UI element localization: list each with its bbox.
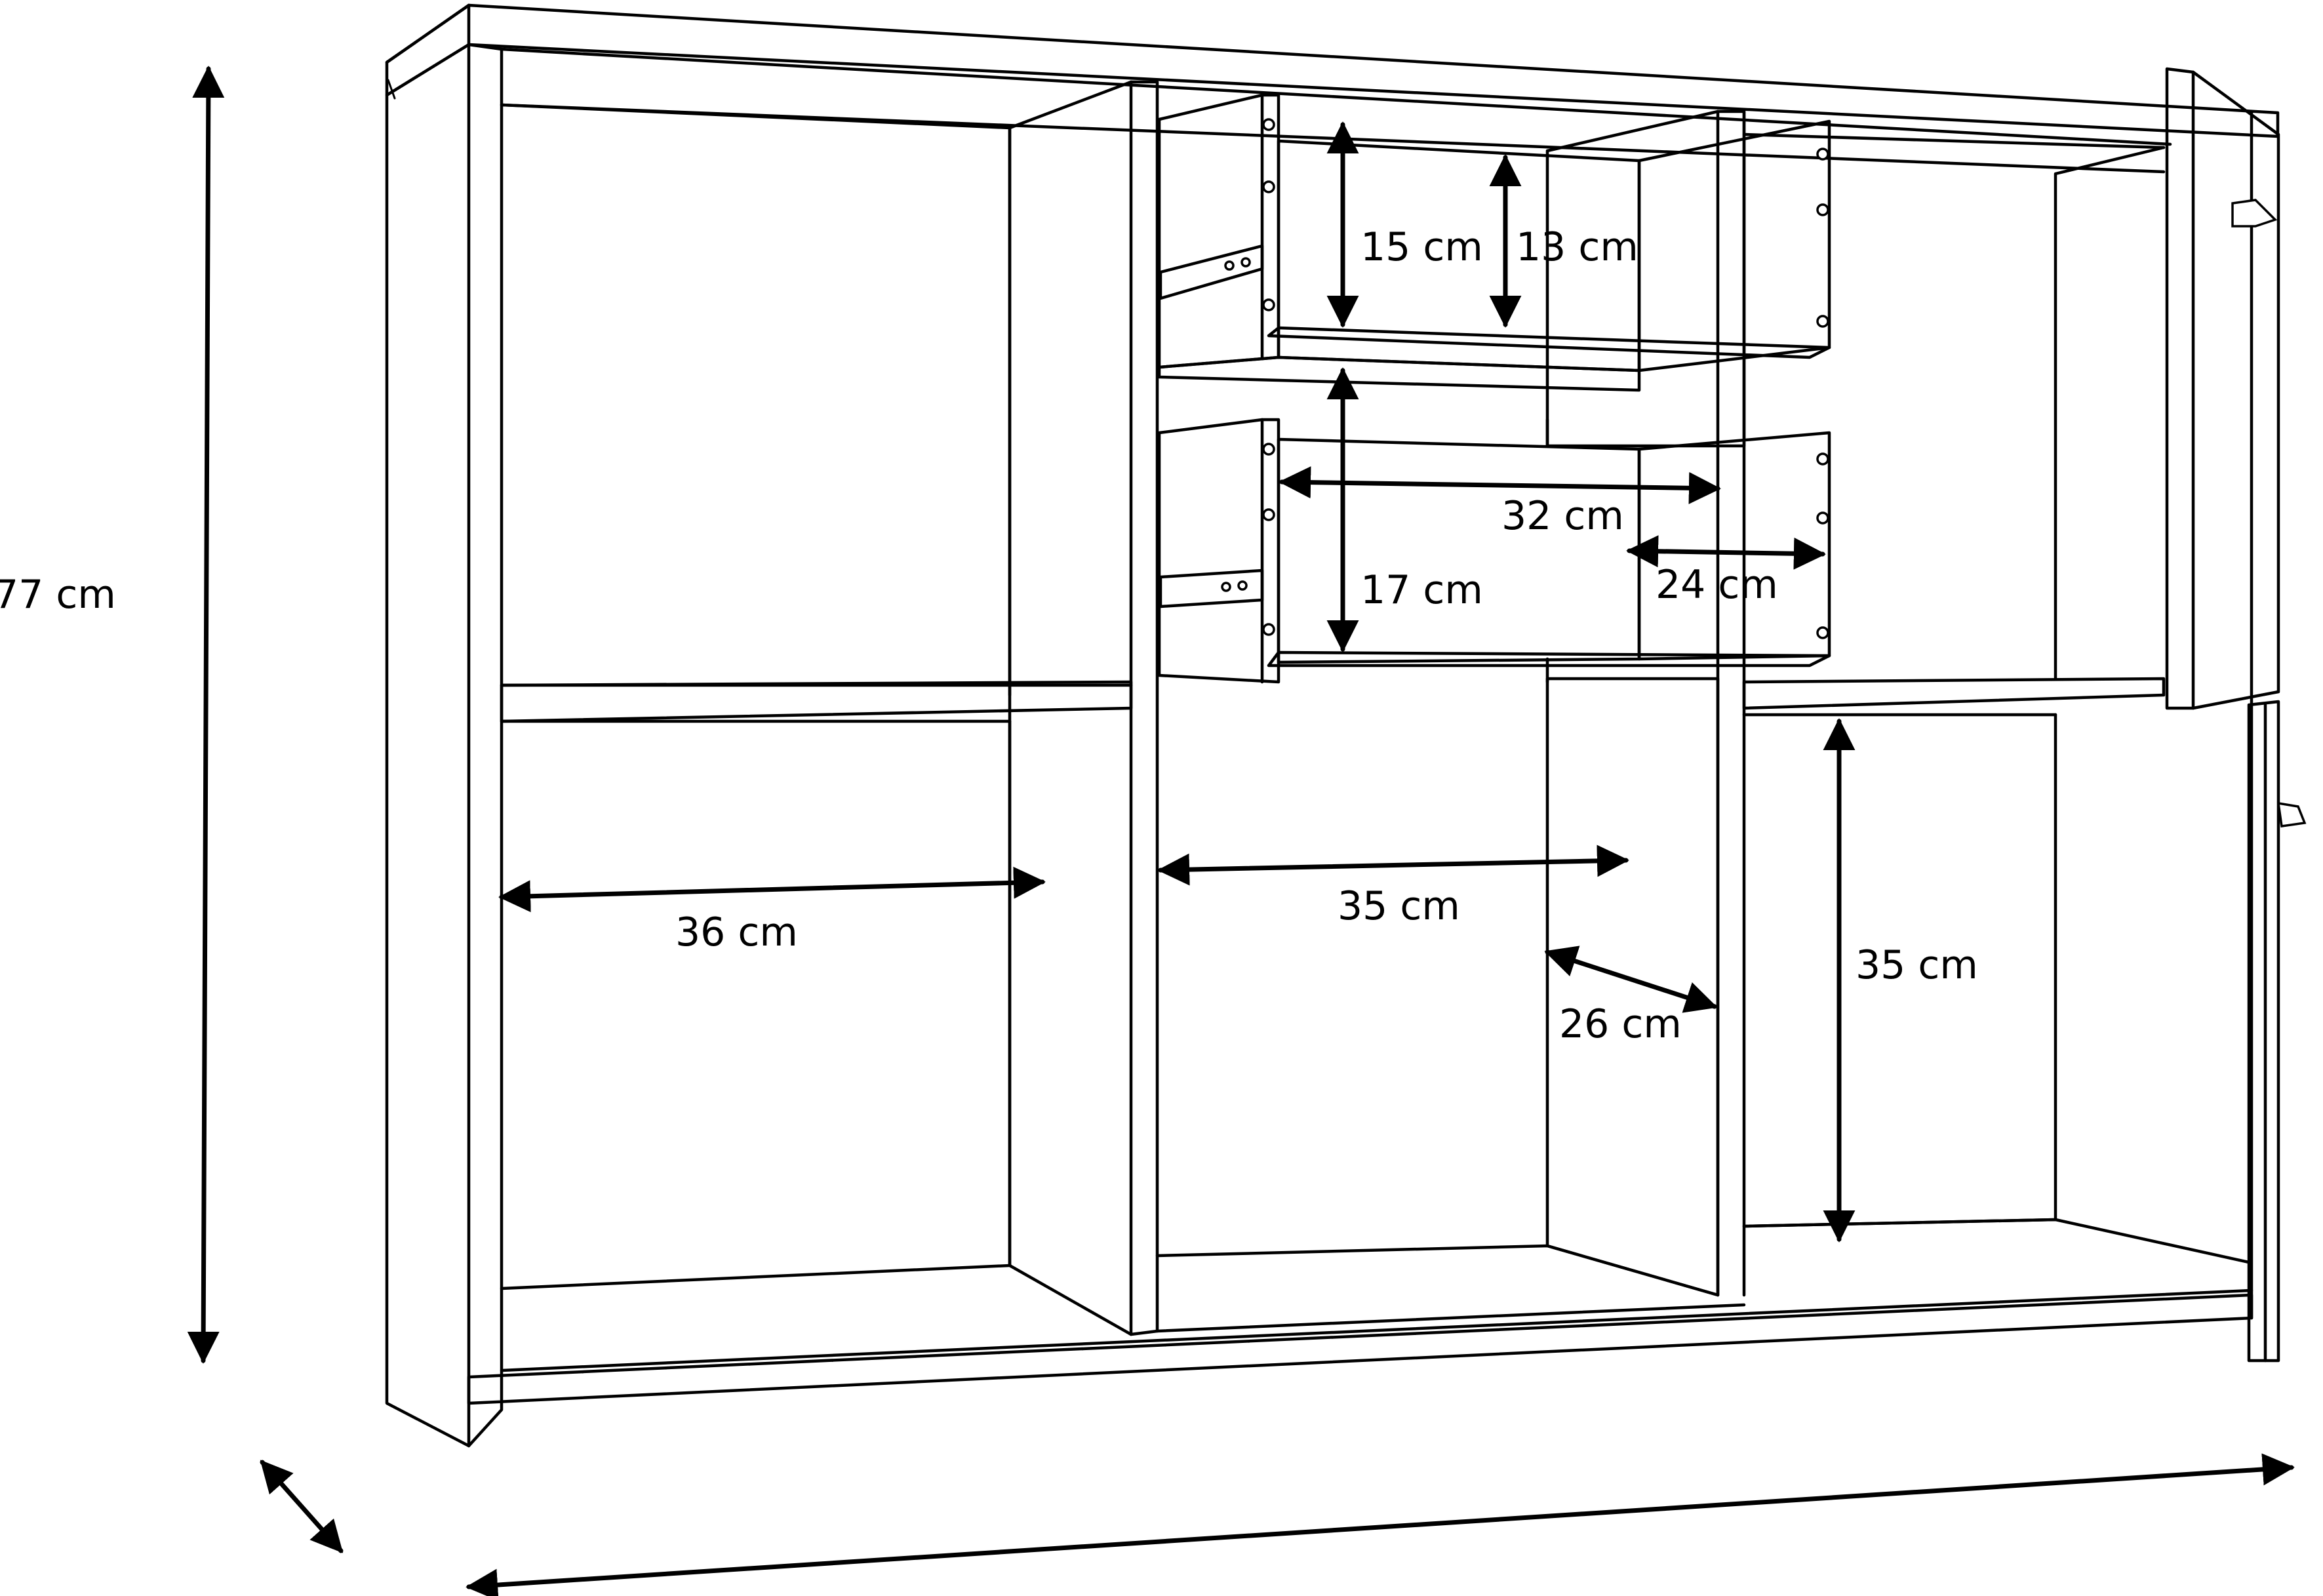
- label-drawer1-front-height: 15 cm: [1360, 224, 1483, 270]
- dim-arrow-middle-compartment-width: [1157, 845, 1629, 886]
- label-middle-compartment-width: 35 cm: [1338, 883, 1460, 929]
- cabinet-outline: [385, 3, 2280, 1448]
- left-compartment: [500, 103, 1133, 1290]
- dim-arrow-total-depth: [260, 1460, 344, 1553]
- label-drawer1-inner-height: 13 cm: [1516, 224, 1638, 270]
- lower-drawer: [1157, 418, 1831, 684]
- dim-arrow-compartment-depth: [1544, 946, 1718, 1013]
- label-total-height: 77 cm: [0, 572, 116, 618]
- dim-arrow-drawer-inner-width: [1279, 466, 1721, 504]
- label-drawer2-front-height: 17 cm: [1360, 567, 1483, 613]
- cabinet-door: [2165, 67, 2307, 1363]
- label-right-compartment-height: 35 cm: [1856, 942, 1978, 988]
- dim-arrow-total-width: [466, 1453, 2295, 1596]
- dim-arrow-total-height: [187, 66, 225, 1364]
- middle-compartment: [1155, 110, 1746, 1333]
- label-compartment-depth: 26 cm: [1559, 1001, 1682, 1047]
- dim-arrow-drawer-inner-depth: [1626, 535, 1826, 570]
- label-left-compartment-width: 36 cm: [675, 909, 798, 955]
- upper-drawer: [1157, 93, 1831, 392]
- dim-arrow-left-compartment-width: [498, 866, 1046, 913]
- right-compartment: [1742, 132, 2251, 1264]
- label-drawer-inner-depth: 24 cm: [1656, 562, 1778, 608]
- label-drawer-inner-width: 32 cm: [1501, 493, 1624, 539]
